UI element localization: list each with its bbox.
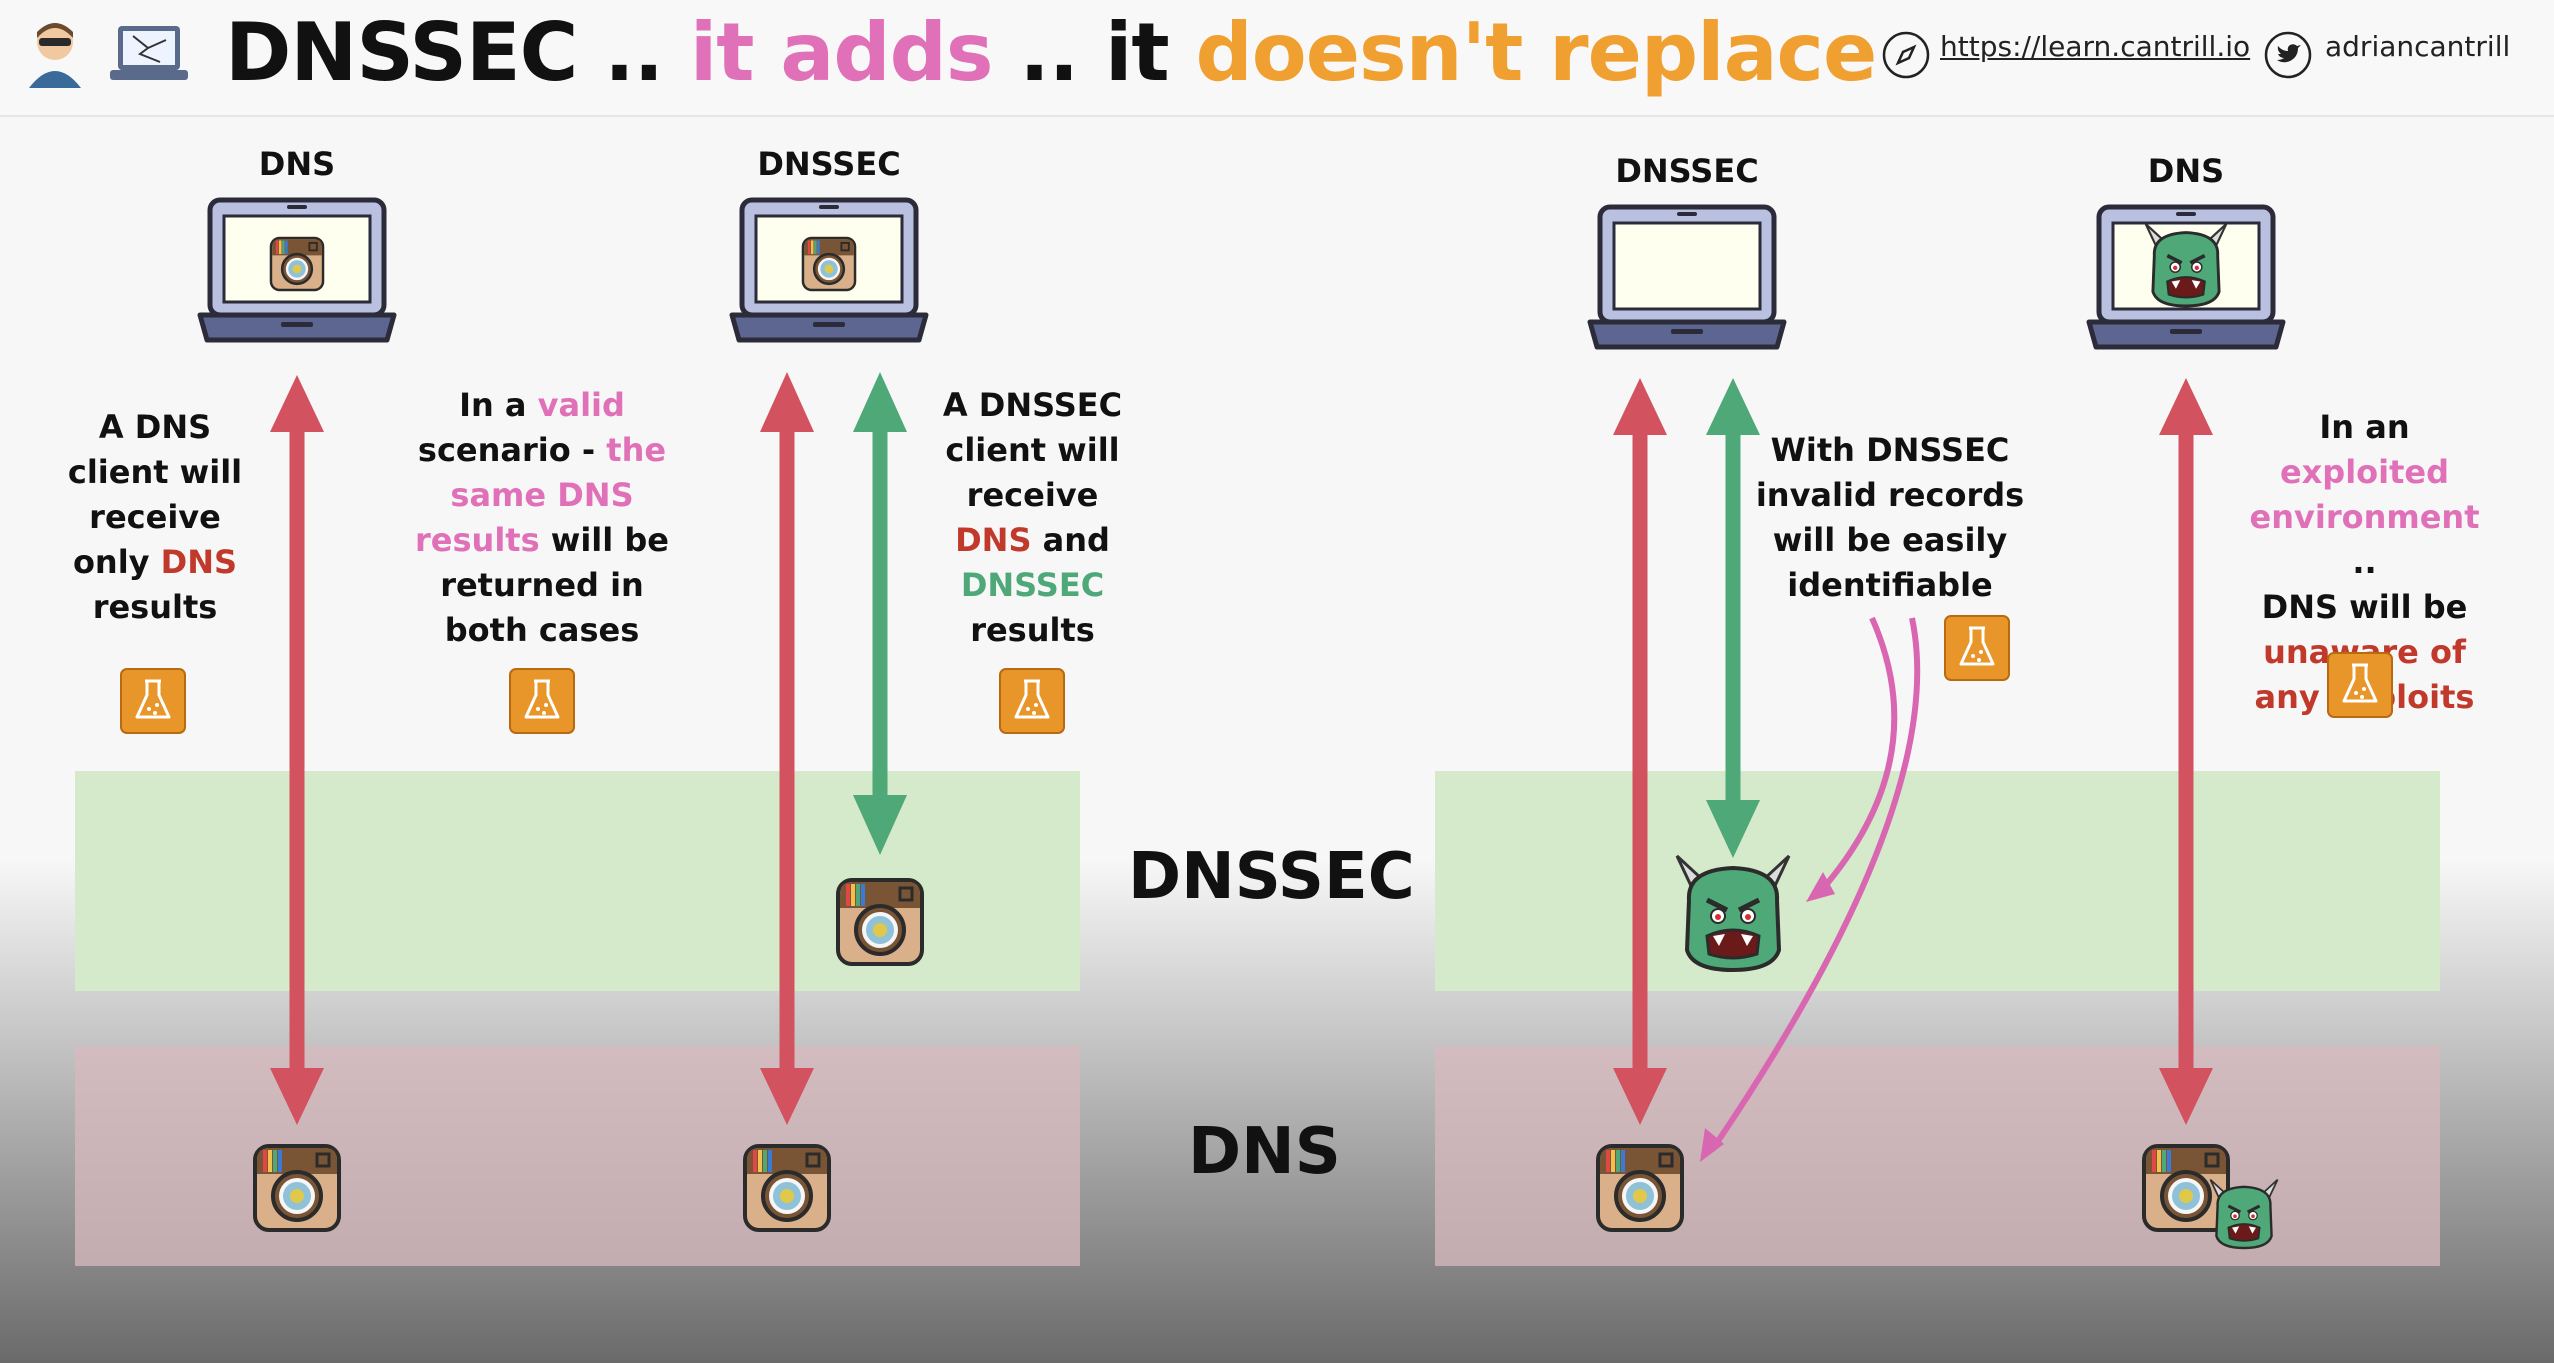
title-part-2: it adds xyxy=(689,6,994,99)
arrow-dnssec-2 xyxy=(853,372,907,855)
dns-layer-label: DNS xyxy=(1188,1115,1341,1189)
title-part-4: doesn't replace xyxy=(1195,6,1878,99)
dnssec-ogre-icon xyxy=(1677,856,1789,970)
arrow-dns-4 xyxy=(2159,378,2213,1125)
note-1-highlight-dns: DNS xyxy=(160,543,238,581)
note-2-text-3: will be xyxy=(550,521,669,559)
note-2-text-5: both cases xyxy=(444,611,640,649)
note-3-text-and: and xyxy=(1042,521,1110,559)
note-3-line-2: client will xyxy=(945,431,1120,469)
note-2-text-4: returned in xyxy=(440,566,644,604)
screen-camera-icon-2 xyxy=(801,236,857,292)
flask-icon-3 xyxy=(998,667,1066,735)
note-invalid-identifiable: With DNSSEC invalid records will be easi… xyxy=(1745,428,2035,608)
note-2-highlight-the: the xyxy=(606,431,667,469)
note-5-highlight-exploited: exploited xyxy=(2279,453,2450,491)
column-title-dns-client: DNS xyxy=(258,145,336,183)
broken-laptop-icon xyxy=(110,26,188,80)
arrow-dnssec-3 xyxy=(1706,378,1760,858)
note-2-highlight-same-dns: same DNS xyxy=(450,476,634,514)
note-2-text-1: In a xyxy=(459,386,527,424)
title-part-1: DNSSEC .. xyxy=(225,6,664,99)
dns-ogre-icon xyxy=(2208,1178,2280,1250)
note-1-line-1: A DNS xyxy=(98,408,212,446)
laptop-dnssec-client-exploited xyxy=(1590,207,1784,347)
note-3-highlight-dns: DNS xyxy=(955,521,1032,559)
column-title-dns-client-exploited: DNS xyxy=(2147,152,2225,190)
pink-arrow-to-dns-record xyxy=(1700,617,1921,1162)
flask-icon-5 xyxy=(2326,651,2394,719)
twitter-handle[interactable]: adriancantrill xyxy=(2325,30,2511,63)
note-valid-scenario: In a valid scenario - the same DNS resul… xyxy=(402,383,682,653)
dns-record-camera-icon-3 xyxy=(1596,1144,1684,1232)
note-4-line-3: will be easily xyxy=(1772,521,2008,559)
note-dnssec-client: A DNSSEC client will receive DNS and DNS… xyxy=(915,383,1150,653)
note-1-line-4: only xyxy=(72,543,150,581)
flask-icon-2 xyxy=(508,667,576,735)
note-5-text-2: DNS will be xyxy=(2261,588,2468,626)
note-3-line-6: results xyxy=(970,611,1095,649)
pink-arrow-to-dnssec-ogre xyxy=(1806,616,1898,902)
note-3-line-3: receive xyxy=(966,476,1099,514)
arrow-dns-3 xyxy=(1613,378,1667,1125)
note-5-text-1: In an xyxy=(2319,408,2410,446)
note-2-text-2: scenario - xyxy=(417,431,596,469)
note-3-highlight-dnssec: DNSSEC xyxy=(960,566,1105,604)
header-bar: DNSSEC .. it adds .. it doesn't replace … xyxy=(0,0,2554,117)
note-3-line-1: A DNSSEC xyxy=(942,386,1123,424)
screen-ogre-icon xyxy=(2143,222,2229,308)
column-title-dnssec-client: DNSSEC xyxy=(757,145,901,183)
compass-icon xyxy=(1882,31,1930,79)
dns-record-camera-icon-2 xyxy=(743,1144,831,1232)
arrow-dns-1 xyxy=(270,375,324,1125)
dnssec-record-camera-icon xyxy=(836,878,924,966)
dns-record-camera-icon-1 xyxy=(253,1144,341,1232)
dnssec-layer-right xyxy=(1435,771,2440,991)
note-2-highlight-results: results xyxy=(415,521,540,559)
note-dns-client: A DNS client will receive only DNS resul… xyxy=(40,405,270,630)
note-5-text-dots: .. xyxy=(2352,543,2377,581)
flask-icon-1 xyxy=(119,667,187,735)
column-title-dnssec-client-exploited: DNSSEC xyxy=(1615,152,1759,190)
arrow-dns-2 xyxy=(760,372,814,1125)
note-1-line-3: receive xyxy=(89,498,221,536)
flask-icon-4 xyxy=(1943,614,2011,682)
twitter-icon xyxy=(2264,31,2312,79)
note-5-highlight-environment: environment xyxy=(2249,498,2480,536)
note-2-highlight-valid: valid xyxy=(537,386,625,424)
presenter-avatar-icon xyxy=(29,23,81,88)
note-1-line-6: results xyxy=(92,588,218,626)
page-title: DNSSEC .. it adds .. it doesn't replace xyxy=(225,6,1878,99)
note-4-line-1: With DNSSEC xyxy=(1770,431,2010,469)
website-link[interactable]: https://learn.cantrill.io xyxy=(1940,30,2251,63)
dns-layer-left xyxy=(75,1046,1080,1266)
note-4-line-4: identifiable xyxy=(1787,566,1993,604)
note-4-line-2: invalid records xyxy=(1755,476,2025,514)
screen-camera-icon-1 xyxy=(269,236,325,292)
title-part-3: .. it xyxy=(1019,6,1169,99)
dnssec-layer-label: DNSSEC xyxy=(1128,840,1415,914)
note-1-line-2: client will xyxy=(67,453,243,491)
